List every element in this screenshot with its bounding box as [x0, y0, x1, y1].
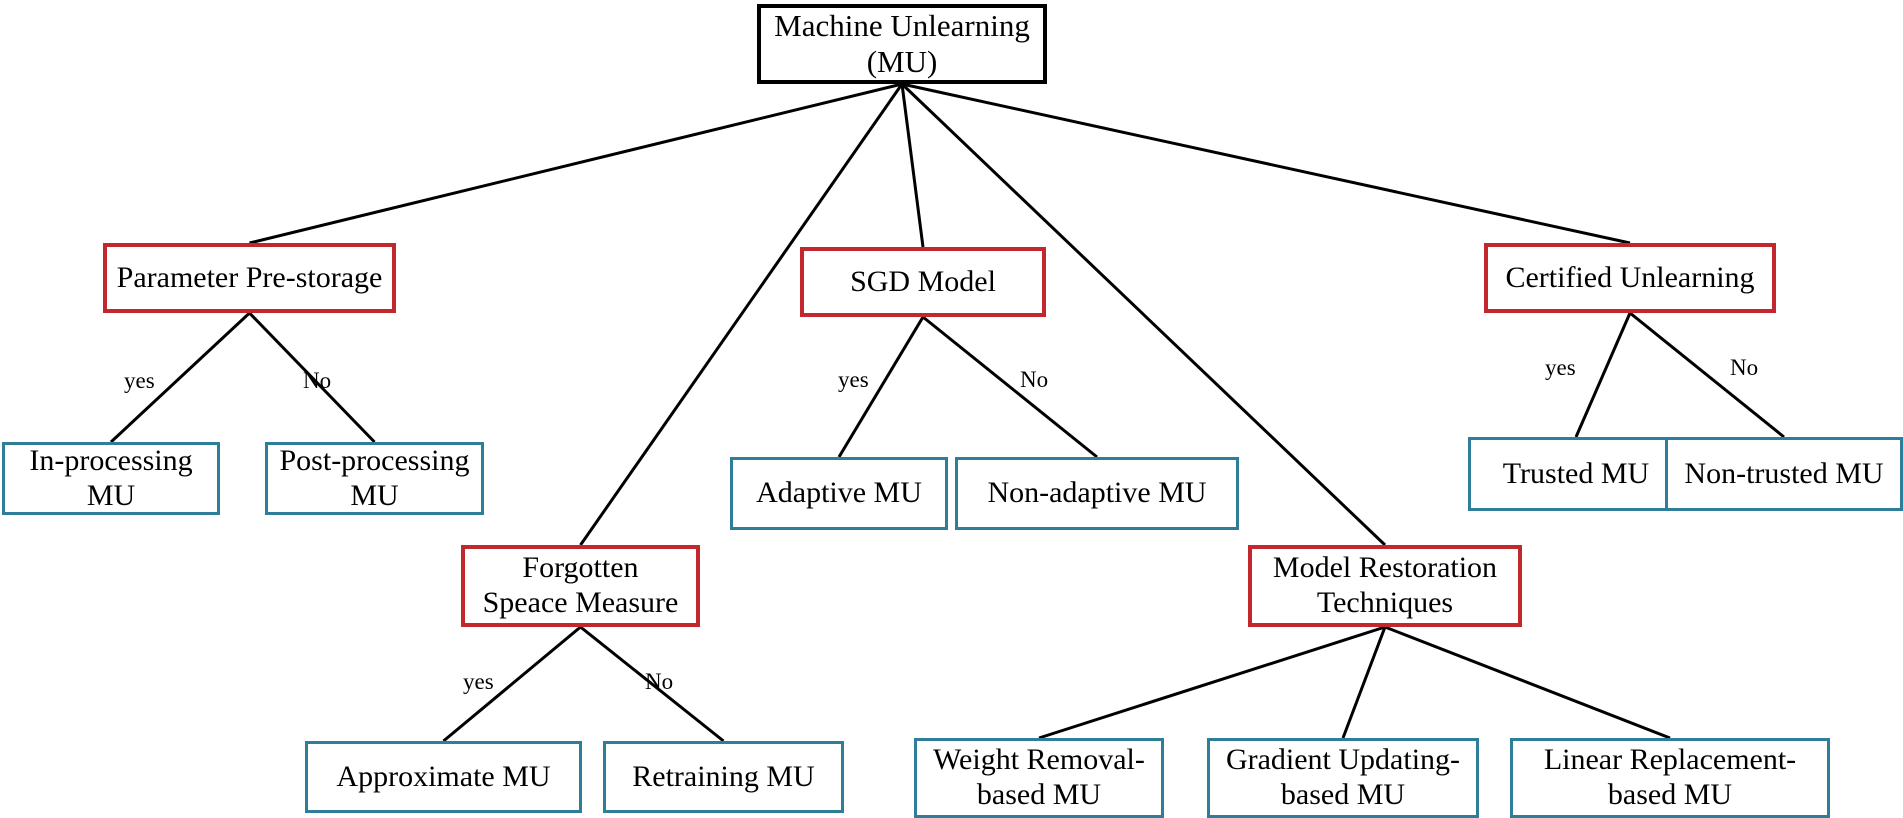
node-certified-unlearning[interactable]: Certified Unlearning	[1484, 243, 1776, 313]
node-sgd-model[interactable]: SGD Model	[800, 247, 1046, 317]
node-trusted-mu[interactable]: Trusted MU	[1468, 437, 1684, 511]
node-non-trusted-mu[interactable]: Non-trusted MU	[1665, 437, 1903, 511]
edge-model-restoration-to-linear-replacement	[1384, 625, 1671, 740]
edge-parameter-pre-storage-to-in-processing	[109, 311, 251, 444]
node-post-processing-mu[interactable]: Post-processing MU	[265, 442, 484, 515]
node-adaptive-mu[interactable]: Adaptive MU	[730, 457, 948, 530]
node-retraining-mu[interactable]: Retraining MU	[603, 741, 844, 813]
edge-label-sgd-model-no: No	[1020, 367, 1049, 392]
edge-forgotten-space-measure-to-approximate-mu	[442, 625, 582, 743]
node-non-adaptive-mu[interactable]: Non-adaptive MU	[955, 457, 1239, 530]
edge-forgotten-space-measure-to-retraining-mu	[579, 625, 725, 743]
edge-label-parameter-pre-storage-no: No	[303, 368, 332, 393]
node-in-processing-mu[interactable]: In-processing MU	[2, 442, 220, 515]
edge-model-restoration-to-gradient-updating	[1341, 626, 1387, 739]
edge-certified-unlearning-to-non-trusted-mu	[1629, 311, 1785, 439]
edge-certified-unlearning-to-trusted-mu	[1574, 312, 1632, 438]
node-parameter-pre-storage[interactable]: Parameter Pre-storage	[103, 243, 396, 313]
edge-model-restoration-to-weight-removal	[1038, 625, 1386, 740]
node-gradient-updating-based-mu[interactable]: Gradient Updating- based MU	[1207, 738, 1479, 818]
edge-root-to-forgotten-space-measure	[579, 83, 904, 546]
edge-sgd-model-to-adaptive-mu	[837, 316, 925, 458]
edge-label-sgd-model-yes: yes	[838, 367, 869, 392]
edge-label-forgotten-space-measure-no: No	[645, 669, 674, 694]
edge-label-forgotten-space-measure-yes: yes	[463, 669, 494, 694]
node-weight-removal-based-mu[interactable]: Weight Removal- based MU	[914, 738, 1164, 818]
node-linear-replacement-based-mu[interactable]: Linear Replacement- based MU	[1510, 738, 1830, 818]
edge-root-to-sgd-model	[900, 83, 925, 248]
edge-label-certified-unlearning-no: No	[1730, 355, 1759, 380]
edge-parameter-pre-storage-to-post-processing	[248, 311, 376, 444]
node-machine-unlearning[interactable]: Machine Unlearning (MU)	[757, 4, 1047, 84]
edge-sgd-model-to-non-adaptive-mu	[922, 315, 1098, 459]
edge-label-parameter-pre-storage-yes: yes	[124, 368, 155, 393]
edge-root-to-certified-unlearning	[901, 82, 1631, 245]
node-forgotten-space-measure[interactable]: Forgotten Speace Measure	[461, 545, 700, 627]
node-model-restoration-techniques[interactable]: Model Restoration Techniques	[1248, 545, 1522, 627]
edge-label-certified-unlearning-yes: yes	[1545, 355, 1576, 380]
edge-root-to-parameter-pre-storage	[249, 82, 903, 245]
node-approximate-mu[interactable]: Approximate MU	[305, 741, 582, 813]
edge-root-to-model-restoration	[900, 82, 1387, 547]
